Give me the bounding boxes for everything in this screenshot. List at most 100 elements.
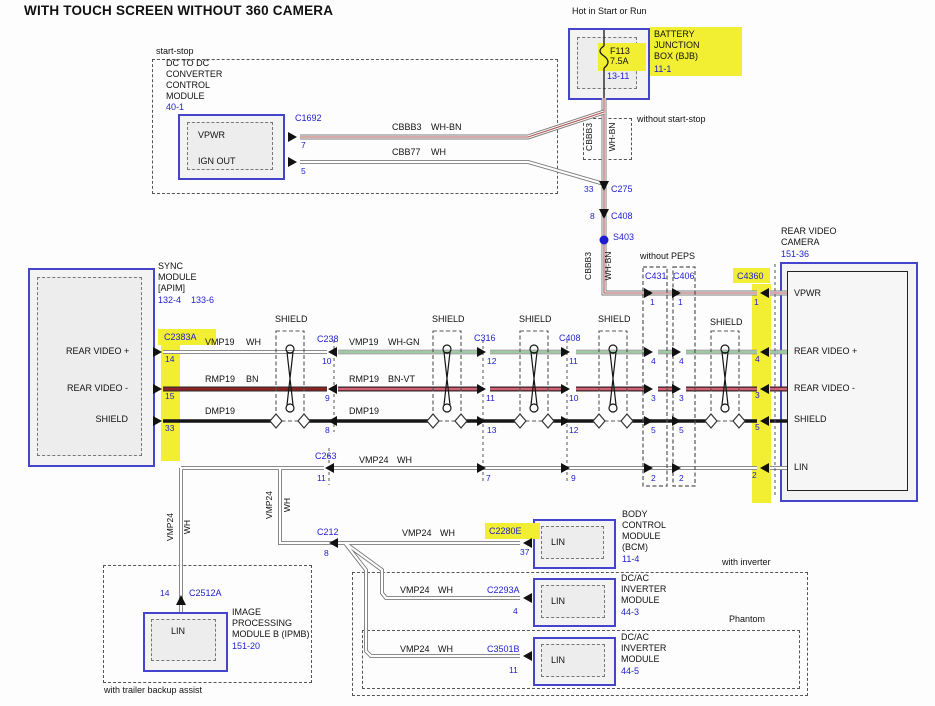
bcm-name-2: CONTROL <box>622 520 667 530</box>
pin-c406-1: 1 <box>678 297 683 307</box>
group-label-without-peps: without PEPS <box>640 251 696 261</box>
group-box-phantom <box>362 630 800 689</box>
wire-label-cbb77: CBB77 <box>392 147 421 157</box>
connector-c212: C212 <box>317 527 339 537</box>
wire-label-dmp19-seg2: DMP19 <box>349 406 380 416</box>
pin-c2293a-4: 4 <box>513 606 518 616</box>
wire-color-vmp19-seg1: WH <box>246 337 261 347</box>
pin-c4360-5: 5 <box>755 422 760 432</box>
sync-page-ref-2: 133-6 <box>191 295 215 305</box>
fuse-rating: 7.5A <box>610 56 629 66</box>
wire-label-cbbb3-vert2: CBBB3 <box>583 252 593 280</box>
sync-inner-box <box>37 277 142 456</box>
wire-label-vmp24-inv1: VMP24 <box>400 585 430 595</box>
pin-c2280e-37: 37 <box>520 547 530 557</box>
pin-c406-3: 3 <box>679 393 684 403</box>
wire-cbbb3-run <box>300 98 787 296</box>
pin-c4360-1: 1 <box>754 297 759 307</box>
group-label-with-trailer: with trailer backup assist <box>104 685 203 695</box>
sync-page-ref-1: 132-4 <box>158 295 182 305</box>
connector-c275: C275 <box>611 184 633 194</box>
c406-connector-box <box>672 266 696 487</box>
connector-c408-horiz: C408 <box>559 333 581 343</box>
shield-symbols <box>275 330 740 422</box>
pin-c316-11: 11 <box>486 393 495 403</box>
ipmb-pin-lin: LIN <box>171 626 186 636</box>
wire-label-rmp19-seg2: RMP19 <box>349 374 380 384</box>
bcm-name-1: BODY <box>622 509 648 519</box>
pin-c431-1: 1 <box>650 297 655 307</box>
connector-c316: C316 <box>474 333 496 343</box>
pin-c2383a-15: 15 <box>165 391 175 401</box>
inverter2-name-1: DC/AC <box>621 632 650 642</box>
wire-vmp24 <box>179 466 787 658</box>
group-label-without-start-stop: without start-stop <box>637 114 706 124</box>
camera-page-ref: 151-36 <box>781 249 810 259</box>
bcm-inner-box <box>541 526 604 559</box>
ipmb-name-2: PROCESSING <box>232 618 293 628</box>
bcm-name-4: (BCM) <box>622 542 648 552</box>
group-label-start-stop: start-stop <box>156 46 194 56</box>
wire-label-vmp24-bcm: VMP24 <box>402 528 432 538</box>
shield-label-4: SHIELD <box>598 314 631 324</box>
shield-label-2: SHIELD <box>432 314 465 324</box>
pin-c1692-7: 7 <box>301 140 306 150</box>
wire-color-vmp24-vert-left: WH <box>182 519 192 535</box>
fuse-name: F113 <box>610 46 630 56</box>
camera-pin-shield: SHIELD <box>794 414 827 424</box>
group-label-with-inverter: with inverter <box>722 557 771 567</box>
highlight-c2383a <box>158 329 216 345</box>
pin-c1692-5: 5 <box>301 166 306 176</box>
bcm-page-ref: 11-4 <box>622 554 640 564</box>
inverter2-name-2: INVERTER <box>621 643 667 653</box>
pin-c431-2: 2 <box>651 473 656 483</box>
shield-label-5: SHIELD <box>710 317 743 327</box>
sync-pin-video-plus: REAR VIDEO + <box>66 346 130 356</box>
camera-pin-vpwr: VPWR <box>794 288 821 298</box>
bjb-name-3: BOX (BJB) <box>654 51 699 61</box>
pin-c406-5: 5 <box>679 425 684 435</box>
connector-c406: C406 <box>673 271 695 281</box>
inverter1-name-3: MODULE <box>621 595 660 605</box>
pin-c4360-3: 3 <box>755 390 760 400</box>
wire-color-vmp24-vert-right: WH <box>282 497 292 513</box>
bcm-name-3: MODULE <box>622 531 661 541</box>
group-label-phantom: Phantom <box>729 614 766 624</box>
inverter2-name-3: MODULE <box>621 654 660 664</box>
pin-c408-11: 11 <box>569 356 578 366</box>
wire-color-cbb77: WH <box>431 147 446 157</box>
pin-c316-12: 12 <box>487 356 497 366</box>
dcdc-name-2: CONVERTER <box>166 69 223 79</box>
connector-c408-vert: C408 <box>611 211 633 221</box>
highlight-c4360 <box>733 268 770 283</box>
highlight-c2280e <box>485 523 540 539</box>
connector-c4360: C4360 <box>737 271 764 281</box>
bjb-name-1: BATTERY <box>654 29 695 39</box>
connector-c1692: C1692 <box>295 113 322 123</box>
wire-color-rmp19-seg2: BN-VT <box>388 374 415 384</box>
wire-color-rmp19-seg1: BN <box>246 374 259 384</box>
wire-color-vmp24-bcm: WH <box>440 528 455 538</box>
shield-label-1: SHIELD <box>275 314 308 324</box>
wire-color-cbbb3: WH-BN <box>431 122 462 132</box>
connector-c263: C263 <box>315 451 337 461</box>
sync-name-1: SYNC <box>158 261 184 271</box>
pin-c4360-2: 2 <box>752 470 757 480</box>
camera-pin-lin: LIN <box>794 462 809 472</box>
pin-c2512a-14: 14 <box>160 588 170 598</box>
splice-s403-dot <box>599 235 609 245</box>
inverter1-pin-lin: LIN <box>551 596 566 606</box>
pin-c408-12: 12 <box>569 425 579 435</box>
group-box-without-start-stop <box>583 118 632 160</box>
pin-c408-9: 9 <box>571 473 576 483</box>
pin-c431-4: 4 <box>651 356 656 366</box>
pin-c406-4: 4 <box>679 356 684 366</box>
camera-name-1: REAR VIDEO <box>781 226 837 236</box>
wire-cbb77 <box>300 160 605 186</box>
wire-label-vmp24-vert-left: VMP24 <box>165 513 175 541</box>
power-source-label: Hot in Start or Run <box>572 6 647 16</box>
bjb-name-2: JUNCTION <box>654 40 700 50</box>
inverter1-page-ref: 44-3 <box>621 607 640 617</box>
wire-label-vmp19-seg2: VMP19 <box>349 337 379 347</box>
dcdc-name-1: DC TO DC <box>166 58 210 68</box>
